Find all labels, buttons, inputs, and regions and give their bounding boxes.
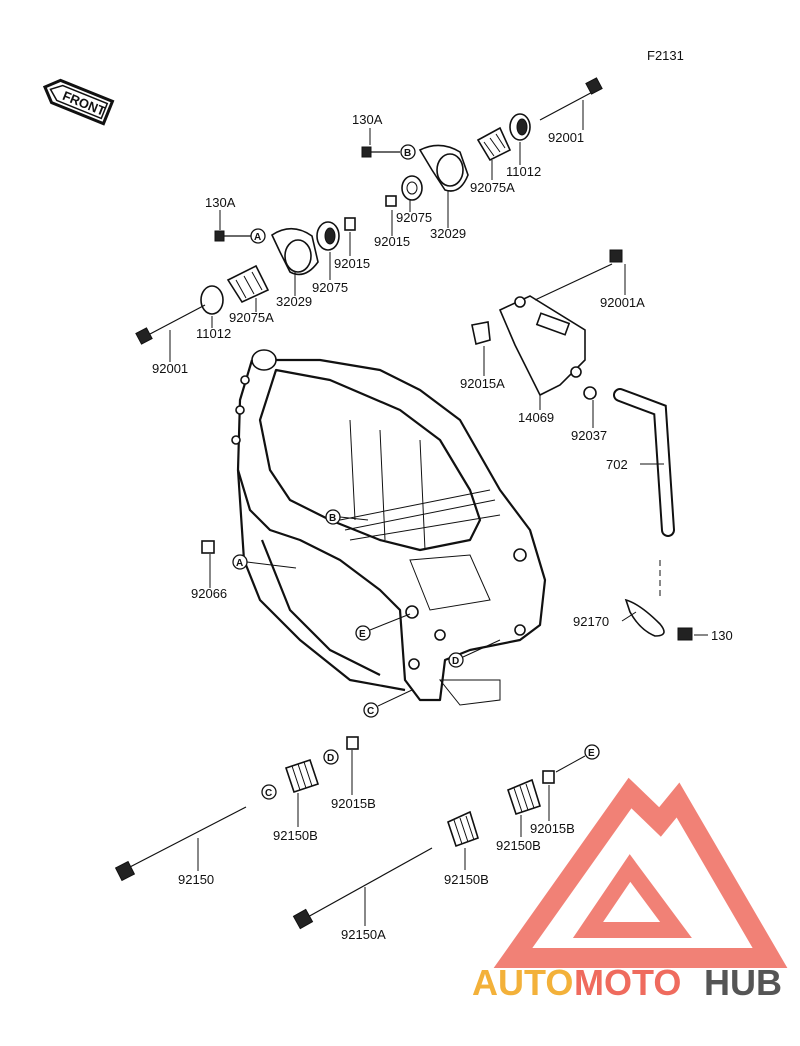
label-92150B-a: 92150B: [273, 828, 318, 843]
logo-triangle-icon: [493, 777, 788, 968]
ref-C-frame: C: [367, 706, 374, 717]
logo-text-hub: HUB: [704, 962, 782, 1003]
bolt-92001A: [609, 249, 623, 263]
label-92015-top: 92015: [374, 234, 410, 249]
bolt-92001-head: [585, 77, 603, 95]
label-11012-left: 11012: [196, 326, 231, 341]
front-arrow-icon: FRONT: [42, 78, 115, 126]
nut-92015-left: [344, 217, 356, 231]
plug-92066: [201, 540, 215, 554]
label-92150: 92150: [178, 872, 214, 887]
label-92001-top: 92001: [548, 130, 584, 145]
automotohub-logo: AUTO MOTO HUB: [472, 777, 788, 1003]
bolt-130A-left: [214, 230, 225, 242]
label-92015B-b: 92015B: [530, 821, 575, 836]
label-92075A-top: 92075A: [470, 180, 515, 195]
label-92001A: 92001A: [600, 295, 645, 310]
bolt-130: [677, 627, 693, 641]
ref-A-frame: A: [236, 558, 243, 569]
bracket-14069: [498, 295, 586, 397]
nut-92015A: [471, 321, 491, 346]
bolt-92001-left: [135, 327, 153, 345]
label-92075A-left: 92075A: [229, 310, 274, 325]
ref-D-frame: D: [452, 656, 459, 667]
lower-mount-group: C D E: [114, 736, 600, 930]
nut-92015B-b: [542, 770, 555, 784]
label-92015B-a: 92015B: [331, 796, 376, 811]
bolt-130A: [361, 146, 372, 158]
bolt-92001-shaft: [539, 87, 601, 121]
bolt-92150: [114, 860, 136, 882]
logo-text-auto: AUTO: [472, 962, 573, 1003]
clamp-92037: [583, 386, 597, 400]
label-92037: 92037: [571, 428, 607, 443]
clamp-92170: [624, 598, 665, 637]
bracket-14069-group: [471, 249, 693, 641]
label-14069: 14069: [518, 410, 554, 425]
label-92075-top: 92075: [396, 210, 432, 225]
label-702: 702: [606, 457, 628, 472]
nut-92015: [385, 195, 397, 207]
part-labels: 130A 92001 11012 92075A 92075 92015 3202…: [152, 112, 733, 942]
rubber-92075: [401, 175, 423, 201]
steering-head: [251, 349, 277, 371]
logo-text-moto: MOTO: [574, 962, 681, 1003]
label-92150B-c: 92150B: [496, 838, 541, 853]
spacer-92150B-b: [447, 810, 479, 848]
main-frame: B A E D C: [231, 349, 547, 718]
label-130A-left: 130A: [205, 195, 236, 210]
ref-B-frame: B: [329, 513, 336, 524]
ref-D-lower: D: [327, 753, 334, 764]
label-92015-left: 92015: [334, 256, 370, 271]
ref-A-marker: A: [254, 232, 261, 243]
label-130A-top: 130A: [352, 112, 383, 127]
label-92150A: 92150A: [341, 927, 386, 942]
figure-code: F2131: [647, 48, 684, 63]
ref-C-lower: C: [265, 788, 272, 799]
ref-E-frame: E: [359, 629, 366, 640]
label-92170: 92170: [573, 614, 609, 629]
label-32029-left: 32029: [276, 294, 312, 309]
label-92015A: 92015A: [460, 376, 505, 391]
label-92001-left: 92001: [152, 361, 188, 376]
label-130: 130: [711, 628, 733, 643]
label-92150B-b: 92150B: [444, 872, 489, 887]
label-92075-left: 92075: [312, 280, 348, 295]
label-11012-top: 11012: [506, 164, 541, 179]
bolt-92150A: [292, 908, 314, 930]
leader-lines: [169, 100, 708, 926]
upper-right-mount-group: B: [361, 77, 603, 207]
washer-11012-left: [200, 285, 224, 315]
label-32029-top: 32029: [430, 226, 466, 241]
upper-left-mount-group: A: [135, 217, 356, 345]
nut-92015B-a: [346, 736, 359, 750]
label-92066: 92066: [191, 586, 227, 601]
ref-E-lower: E: [588, 748, 595, 759]
ref-B-marker: B: [404, 148, 411, 159]
